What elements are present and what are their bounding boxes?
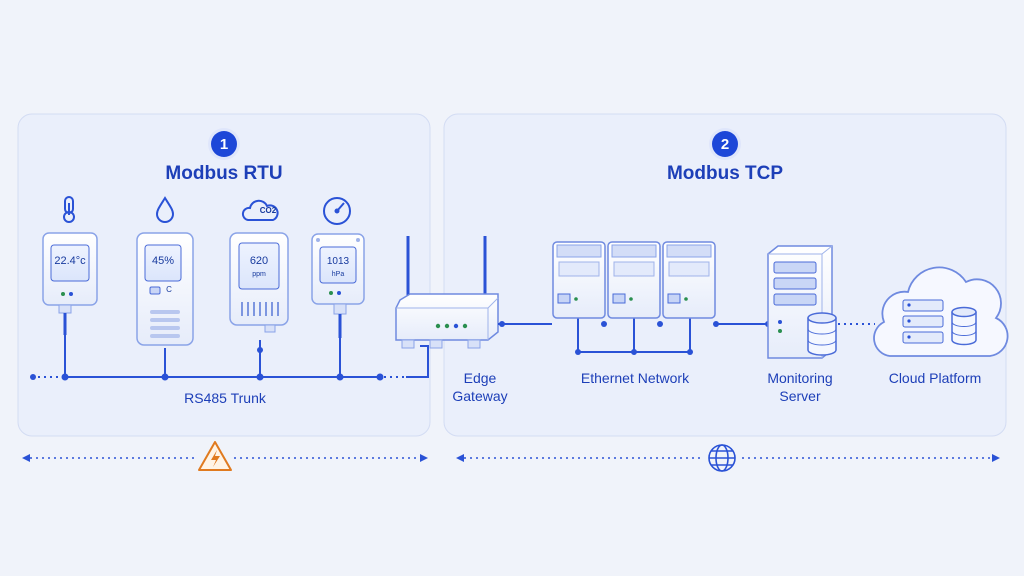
temperature-reading: 22.4°c — [54, 255, 86, 267]
ethernet-network-label: Ethernet Network — [580, 370, 690, 386]
cloud-platform-label: Cloud Platform — [888, 370, 982, 386]
edge-gateway-label-line1: Edge — [463, 370, 497, 386]
tcp-section-title: Modbus TCP — [666, 163, 784, 184]
monitoring-server-device — [767, 245, 837, 359]
pressure-sensor — [311, 197, 365, 338]
tcp-span-arrow — [456, 454, 1000, 462]
trunk-nodes — [30, 347, 384, 381]
co2-unit: ppm — [252, 271, 266, 278]
co2-cloud-icon — [241, 199, 279, 221]
edge-gateway-label-line2: Gateway — [452, 388, 508, 404]
rtu-step-badge: 1 — [211, 131, 237, 157]
warning-lightning-icon — [198, 441, 232, 471]
co2-icon-text: CO2 — [259, 206, 277, 215]
tcp-step-badge: 2 — [712, 131, 738, 157]
co2-reading: 620 — [249, 255, 269, 267]
rs485-trunk-line — [32, 335, 429, 378]
pressure-reading: 1013 — [326, 256, 350, 267]
monitoring-server-label-line2: Server — [779, 388, 821, 404]
monitoring-server-label-line1: Monitoring — [767, 370, 833, 386]
database-icon — [807, 312, 837, 356]
rtu-span-arrow — [22, 454, 428, 462]
cloud-platform-icon — [873, 266, 1009, 357]
thermometer-icon — [63, 196, 75, 223]
edge-gateway-device — [395, 236, 499, 349]
rs485-trunk-label: RS485 Trunk — [184, 390, 266, 406]
tcp-panel — [443, 113, 1007, 437]
pressure-unit: hPa — [331, 271, 345, 278]
humidity-sub-label: C — [166, 285, 172, 294]
pressure-gauge-icon — [323, 197, 351, 225]
co2-sensor — [229, 199, 289, 333]
ethernet-switch-modules — [552, 241, 716, 319]
humidity-sensor — [136, 196, 194, 346]
rtu-panel — [17, 113, 431, 437]
rtu-section-title: Modbus RTU — [165, 163, 283, 184]
water-drop-icon — [155, 196, 175, 223]
humidity-reading: 45% — [151, 255, 175, 267]
globe-icon — [708, 444, 736, 472]
temperature-sensor — [42, 196, 98, 335]
